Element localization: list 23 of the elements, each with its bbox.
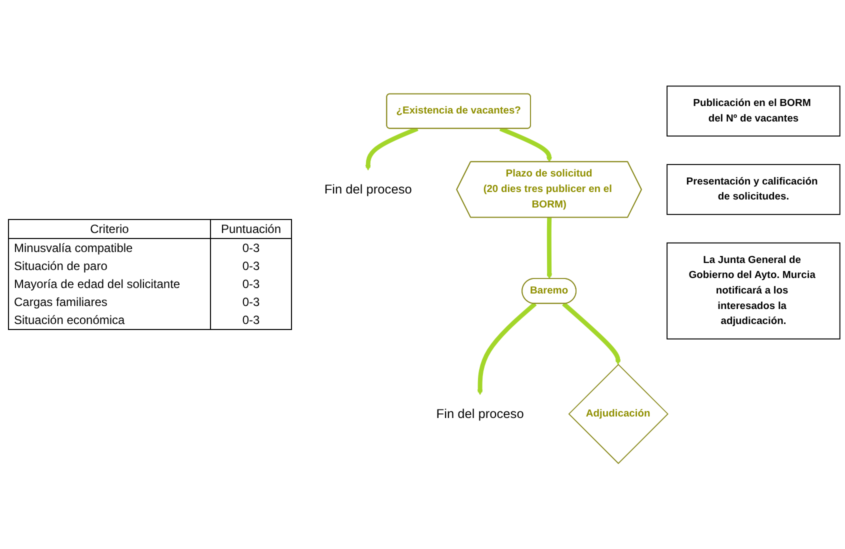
score-cell: 0-3 [210,275,292,293]
node-box: Presentación y calificación de solicitudes. [666,164,840,215]
arrow [477,302,537,395]
node-box: La Junta General de Gobierno del Ayto. Murcia notificará a los interesados la adjudicación. [666,242,840,340]
arrow [562,302,621,365]
arrow [546,217,552,279]
score-cell: 0-3 [210,293,292,311]
node-text: Fin del proceso [324,182,412,196]
arrow [365,126,418,170]
node-diamond: Adjudicación [568,364,668,464]
column-header: Puntuación [210,220,292,238]
arrow [499,126,552,162]
score-cell: 0-3 [210,238,292,257]
criterion-cell: Mayoría de edad del solicitante [8,275,210,293]
score-cell: 0-3 [210,311,292,330]
column-header: Criterio [8,220,210,238]
criterion-cell: Cargas familiares [8,293,210,311]
criterion-cell: Minusvalía compatible [8,238,210,257]
criterion-cell: Situación de paro [8,257,210,275]
node-box: Publicación en el BORM del Nº de vacantes [666,85,840,136]
score-cell: 0-3 [210,257,292,275]
criterion-cell: Situación económica [8,311,210,330]
node-text: Fin del proceso [436,406,524,421]
